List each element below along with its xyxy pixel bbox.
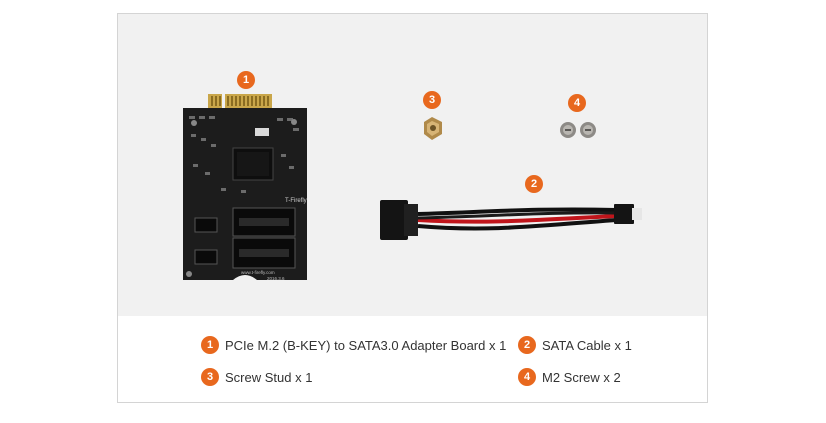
legend-item-screw-stud: 3 Screw Stud x 1 — [201, 368, 312, 386]
board-brand-text: T-Firefly — [285, 198, 307, 204]
contents-legend: 1 PCIe M.2 (B-KEY) to SATA3.0 Adapter Bo… — [118, 316, 707, 402]
legend-badge-2: 2 — [518, 336, 536, 354]
callout-badge-4: 4 — [568, 94, 586, 112]
m2-screws-image — [560, 122, 596, 138]
legend-badge-3: 3 — [201, 368, 219, 386]
board-version-text: 2016.3.6 — [267, 276, 285, 281]
legend-item-m2-screw: 4 M2 Screw x 2 — [518, 368, 621, 386]
board-url-text: www.t-firefly.com — [241, 270, 275, 275]
callout-badge-1: 1 — [237, 71, 255, 89]
legend-item-sata-cable: 2 SATA Cable x 1 — [518, 336, 632, 354]
adapter-board-image: T-Firefly www.t-firefly.com 2016.3.6 — [183, 94, 307, 281]
screw-stud-image — [424, 117, 442, 140]
legend-item-adapter-board: 1 PCIe M.2 (B-KEY) to SATA3.0 Adapter Bo… — [201, 336, 506, 354]
legend-badge-4: 4 — [518, 368, 536, 386]
product-photo: 1 — [118, 14, 707, 316]
legend-badge-1: 1 — [201, 336, 219, 354]
package-contents-figure: 1 — [117, 13, 708, 403]
callout-badge-2: 2 — [525, 175, 543, 193]
callout-badge-3: 3 — [423, 91, 441, 109]
legend-label-screw-stud: Screw Stud x 1 — [225, 369, 313, 385]
legend-label-sata-cable: SATA Cable x 1 — [542, 337, 632, 353]
sata-cable-image — [380, 200, 642, 240]
legend-label-m2-screw: M2 Screw x 2 — [542, 369, 621, 385]
legend-label-adapter-board: PCIe M.2 (B-KEY) to SATA3.0 Adapter Boar… — [225, 337, 507, 353]
